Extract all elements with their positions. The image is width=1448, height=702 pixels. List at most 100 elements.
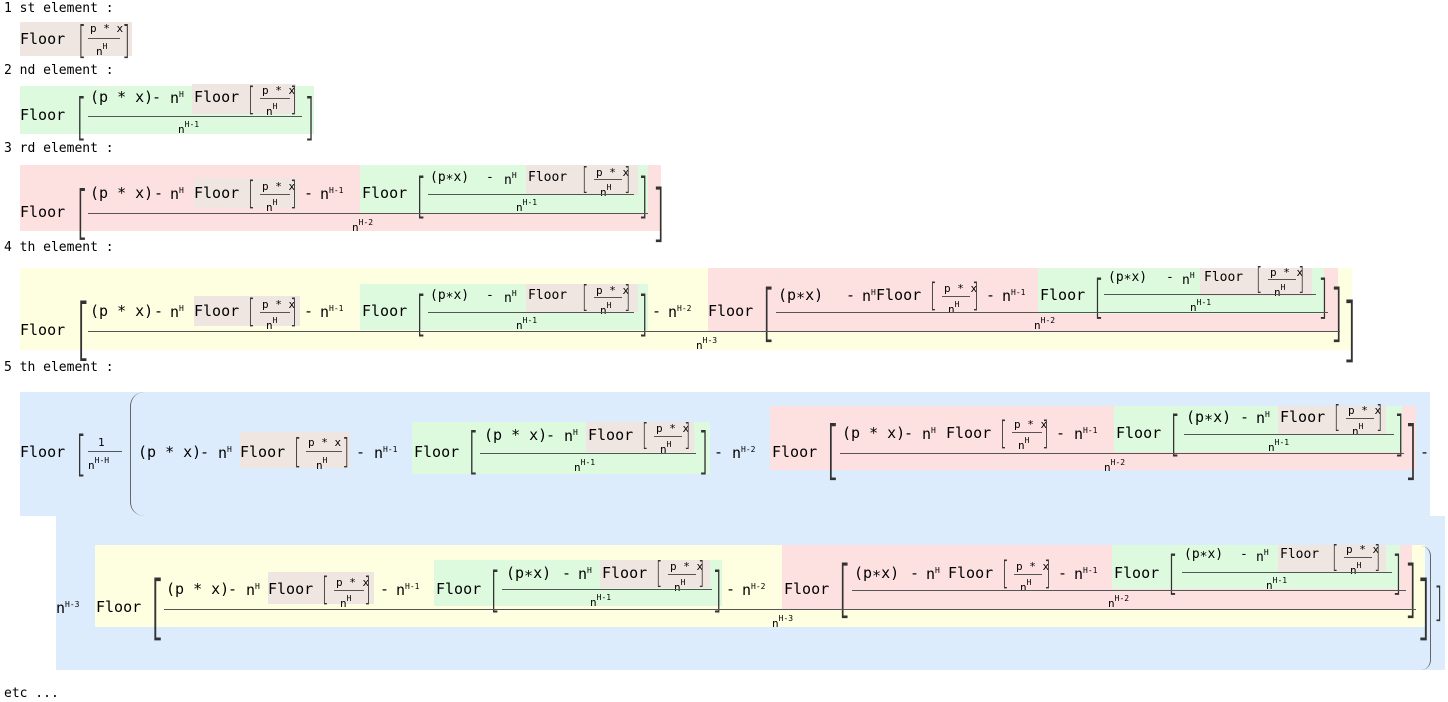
right-bracket: ] xyxy=(1394,406,1405,462)
floor-keyword: Floor xyxy=(528,170,568,185)
element-2-label: 2 nd element : xyxy=(4,63,114,78)
power-term: nH-1 xyxy=(320,303,344,321)
numerator: p * x xyxy=(336,576,370,589)
left-bracket: [ xyxy=(1332,540,1339,575)
left-bracket: [ xyxy=(930,276,937,314)
numerator: p * x xyxy=(596,166,630,179)
floor-keyword: Floor xyxy=(948,564,994,582)
denominator: nH-2 xyxy=(1034,316,1056,332)
right-bracket: ] xyxy=(1042,414,1049,452)
right-bracket: ] xyxy=(638,168,649,224)
right-bracket: ] xyxy=(1392,546,1402,600)
right-bracket: ] xyxy=(1330,276,1344,349)
power-term: nH xyxy=(578,565,592,583)
right-bracket: ] xyxy=(1404,414,1418,488)
element-1-label: 1 st element : xyxy=(4,1,114,16)
floor-keyword: Floor xyxy=(414,443,460,461)
minus-sign: - xyxy=(904,424,914,442)
nested-floor-bg xyxy=(526,284,638,312)
floor-keyword: Floor xyxy=(194,302,240,320)
left-bracket: [ xyxy=(416,168,427,224)
numerator-term: (p∗x) xyxy=(506,564,552,582)
right-bracket: ] xyxy=(290,292,297,330)
denominator: nH-1 xyxy=(1268,438,1290,454)
element-3-label: 3 rd element : xyxy=(4,141,114,156)
right-bracket: ] xyxy=(624,162,631,197)
element-5-label: 5 th element : xyxy=(4,360,114,375)
floor-keyword: Floor xyxy=(20,106,66,124)
minus-sign: - xyxy=(1056,424,1066,442)
right-bracket: ] xyxy=(304,88,315,146)
floor-keyword: Floor xyxy=(1116,424,1162,442)
element-4-label: 4 th element : xyxy=(4,240,114,255)
right-bracket: ] xyxy=(1416,566,1432,648)
power-term: nH-1 xyxy=(1002,287,1026,305)
floor-keyword: Floor xyxy=(268,580,314,598)
right-bracket: ] xyxy=(972,276,979,314)
minus-sign: - xyxy=(356,443,366,461)
floor-keyword: Floor xyxy=(708,302,754,320)
left-bracket: [ xyxy=(490,562,501,618)
floor-keyword: Floor xyxy=(1040,286,1086,304)
numerator: p * x xyxy=(944,282,978,295)
floor-keyword: Floor xyxy=(20,321,66,339)
left-bracket: [ xyxy=(1170,406,1181,462)
power-term: nH xyxy=(1256,409,1270,427)
floor-keyword: Floor xyxy=(96,598,142,616)
denominator: nH xyxy=(266,102,278,118)
floor-keyword: Floor xyxy=(946,424,992,442)
denominator: nH xyxy=(266,198,278,214)
power-term: nH-1 xyxy=(320,185,344,203)
left-bracket: [ xyxy=(1002,554,1009,592)
right-bracket: ] xyxy=(290,80,297,118)
floor-expression-1 xyxy=(20,22,132,56)
right-bracket: ] xyxy=(290,174,297,212)
left-bracket: [ xyxy=(150,566,166,648)
numerator: p * x xyxy=(308,436,342,449)
power-term: nH xyxy=(170,185,184,203)
power-term: nH xyxy=(504,289,517,306)
left-bracket: [ xyxy=(762,276,776,349)
minus-sign: - xyxy=(910,564,920,582)
numerator: p * x xyxy=(90,22,124,35)
numerator: p * x xyxy=(670,560,704,573)
power-term: nH-1 xyxy=(396,581,420,599)
power-term: nH xyxy=(170,303,184,321)
numerator: p * x xyxy=(596,284,630,297)
denominator: nH xyxy=(340,594,352,610)
floor-keyword: Floor xyxy=(588,426,634,444)
numerator-term: (p∗x) xyxy=(854,564,900,582)
left-bracket: [ xyxy=(322,570,329,608)
right-bracket: ] xyxy=(698,422,709,480)
numerator: p * x xyxy=(1014,418,1048,431)
left-paren xyxy=(130,392,145,516)
power-term: nH xyxy=(564,427,578,445)
etc-label: etc ... xyxy=(4,686,59,701)
denominator: nH xyxy=(660,440,672,456)
denominator: nH-2 xyxy=(1108,594,1130,610)
right-bracket: ] xyxy=(1044,554,1051,592)
right-bracket: ] xyxy=(1434,580,1443,626)
nested-floor-bg xyxy=(268,572,374,604)
power-term: nH-1 xyxy=(1074,425,1098,443)
floor-keyword: Floor xyxy=(362,302,408,320)
numerator: p * x xyxy=(656,422,690,435)
left-bracket: [ xyxy=(642,418,649,453)
power-term: nH xyxy=(1256,548,1269,565)
floor-keyword: Floor xyxy=(772,443,818,461)
denominator: nH-1 xyxy=(516,198,538,214)
power-term: nH-2 xyxy=(668,303,692,321)
nested-floor-bg xyxy=(1200,268,1312,296)
minus-sign: - xyxy=(986,286,996,304)
minus-sign: - xyxy=(200,443,210,461)
floor-keyword: Floor xyxy=(20,203,66,221)
numerator: 1 xyxy=(98,436,105,449)
numerator: p * x xyxy=(1270,266,1304,279)
right-bracket: ] xyxy=(1298,262,1305,297)
right-bracket: ] xyxy=(624,280,631,315)
right-bracket: ] xyxy=(1342,288,1358,370)
numerator-term: (p∗x) xyxy=(1186,408,1232,426)
minus-sign: - xyxy=(1240,408,1250,426)
minus-sign: - xyxy=(486,170,494,185)
nested-floor-bg xyxy=(240,432,350,468)
